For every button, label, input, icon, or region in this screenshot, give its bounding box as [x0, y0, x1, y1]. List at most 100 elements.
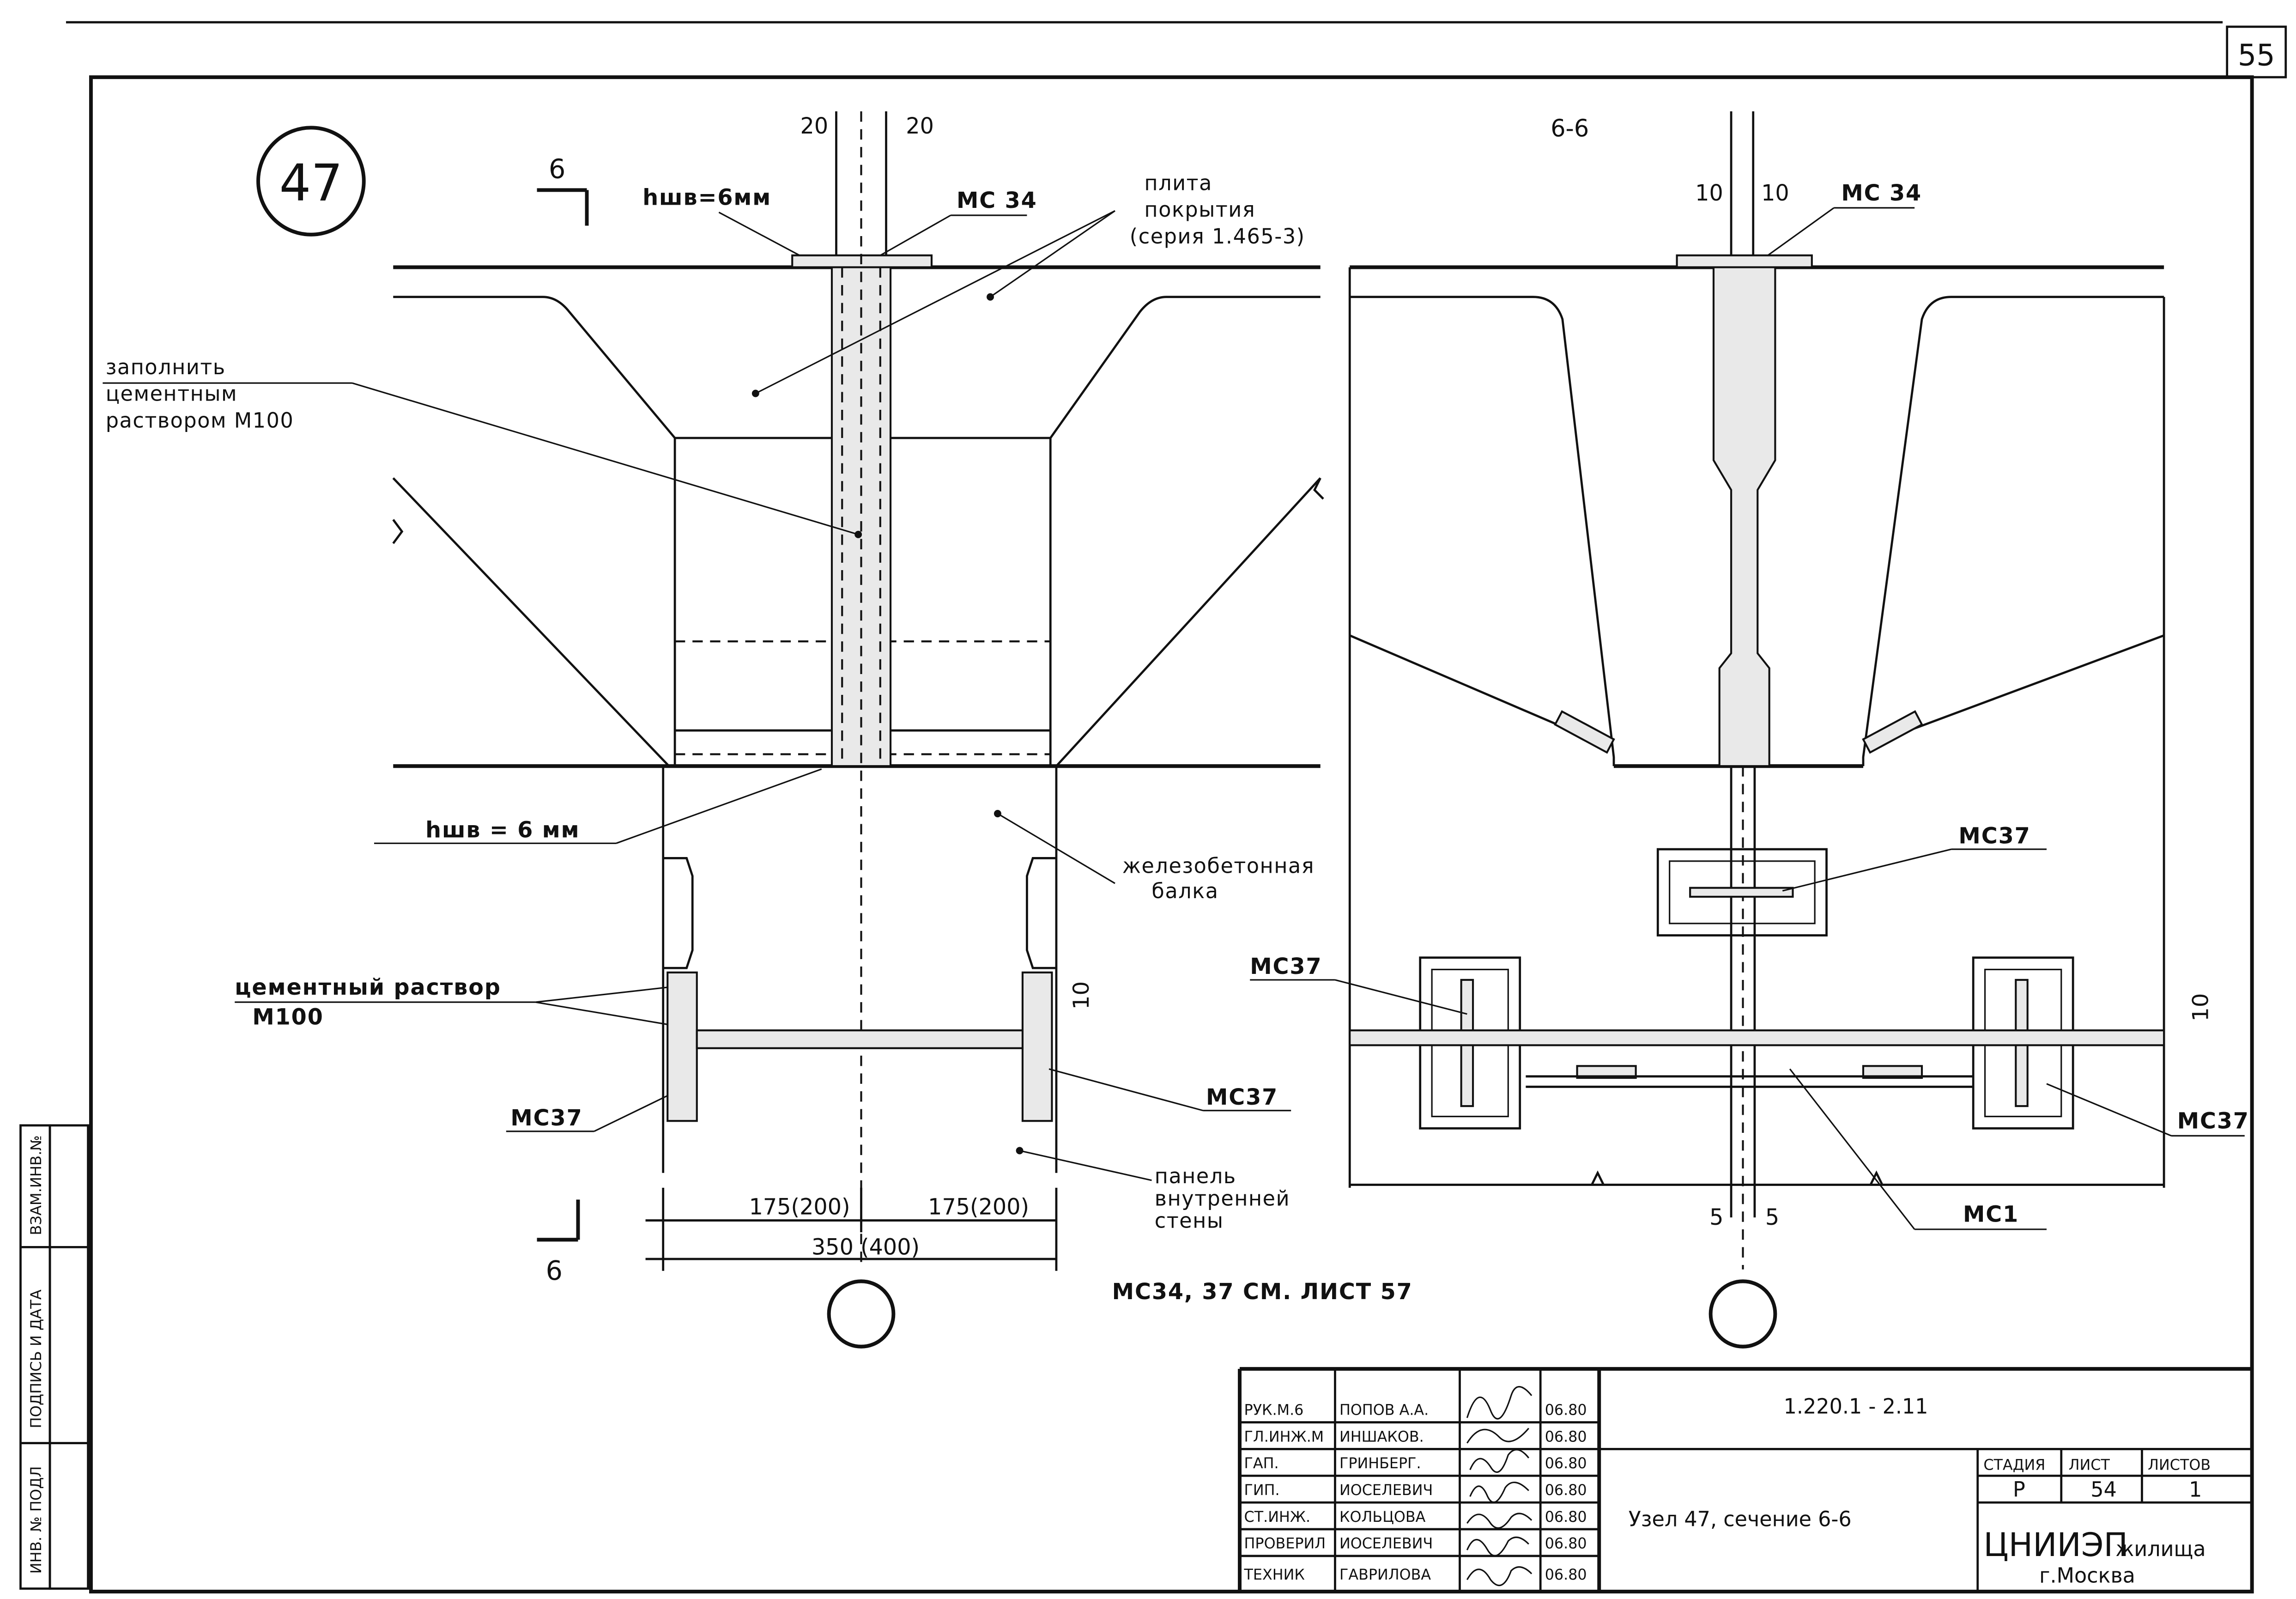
slab-label-1: плита	[1145, 170, 1212, 195]
dim-half-left: 175(200)	[749, 1194, 850, 1220]
svg-text:РУК.М.6: РУК.М.6	[1244, 1401, 1304, 1418]
signature-mark	[1466, 1536, 1529, 1556]
mortar-label-1: цементный раствор	[235, 975, 501, 1000]
dim-top-left: 20	[800, 114, 829, 139]
signature-mark	[1469, 1449, 1530, 1473]
fill-note-2: цементным	[106, 381, 237, 406]
node-number-circle	[256, 126, 366, 237]
side-stamp-replace: ВЗАМ.ИНВ.№	[27, 1135, 45, 1235]
panel-label-2: внутренней	[1155, 1186, 1290, 1210]
section-cut-bottom: 6	[537, 1199, 580, 1286]
wall-mortar-strip	[696, 1029, 1024, 1049]
plate-mc37-mid	[1656, 848, 1828, 936]
svg-text:ТЕХНИК: ТЕХНИК	[1244, 1566, 1305, 1583]
svg-text:ГАП.: ГАП.	[1244, 1454, 1279, 1472]
part-mc37-r-left: МС37	[1250, 954, 1322, 979]
dim-half-right: 175(200)	[928, 1194, 1029, 1220]
svg-text:06.80: 06.80	[1545, 1535, 1587, 1552]
svg-text:ПОПОВ А.А.: ПОПОВ А.А.	[1339, 1401, 1429, 1418]
signer-row: ТЕХНИК ГАВРИЛОВА 06.80	[1244, 1566, 1587, 1583]
sheet-title: Узел 47, сечение 6-6	[1629, 1507, 1852, 1531]
stage-value: Р	[2013, 1477, 2025, 1502]
svg-text:6: 6	[549, 153, 565, 184]
signer-row: ГИП. ИОСЕЛЕВИЧ 06.80	[1244, 1481, 1587, 1499]
org-sub: жилища	[2115, 1537, 2205, 1561]
dim-total: 350 (400)	[812, 1234, 920, 1260]
signer-row: ГАП. ГРИНБЕРГ. 06.80	[1244, 1454, 1587, 1472]
signer-row: ПРОВЕРИЛ ИОСЕЛЕВИЧ 06.80	[1244, 1535, 1587, 1552]
svg-text:ГЛ.ИНЖ.М: ГЛ.ИНЖ.М	[1244, 1428, 1324, 1445]
signature-mark	[1466, 1386, 1533, 1420]
svg-text:СТ.ИНЖ.: СТ.ИНЖ.	[1244, 1508, 1311, 1526]
drawing-frame	[89, 75, 2254, 1593]
dim-bottom-r-right: 5	[1765, 1205, 1779, 1230]
part-ms1: МС1	[1963, 1202, 2019, 1228]
mortar-label-2: М100	[252, 1004, 323, 1030]
dim-bottom-r-left: 5	[1709, 1205, 1723, 1230]
weld-note-top: hшв=6мм	[642, 185, 771, 210]
gap-dim-left: 10	[1069, 981, 1094, 1009]
slab-label-3: (серия 1.465-3)	[1130, 224, 1305, 249]
right-view: 10 10 5 5 10 МС 34 МС37 МС37 МС37 МС1	[1250, 111, 2249, 1349]
right-rib	[1049, 296, 1321, 766]
left-view: 175(200) 175(200) 350 (400) 20 20 10 hшв…	[103, 111, 1413, 1349]
beam-label-1: железобетонная	[1122, 853, 1315, 878]
fill-note-3: раствором М100	[106, 408, 294, 432]
plate-mc37-right	[1021, 971, 1053, 1122]
org-city: г.Москва	[2039, 1563, 2135, 1587]
right-joint-mortar	[1712, 263, 1776, 767]
part-mc37-left: МС37	[510, 1106, 582, 1131]
svg-text:ИОСЕЛЕВИЧ: ИОСЕЛЕВИЧ	[1339, 1535, 1433, 1552]
svg-text:ПРОВЕРИЛ: ПРОВЕРИЛ	[1244, 1535, 1326, 1552]
svg-text:06.80: 06.80	[1545, 1481, 1587, 1499]
view-title: 6-6	[1551, 115, 1589, 142]
right-view-rib-left	[1350, 296, 1615, 766]
axis-marker-left	[827, 1279, 896, 1349]
svg-text:ГИП.: ГИП.	[1244, 1481, 1280, 1499]
doc-code: 1.220.1 - 2.11	[1784, 1394, 1928, 1418]
part-mc37-r-right: МС37	[2177, 1108, 2249, 1134]
gap-dim-right: 10	[2188, 993, 2214, 1021]
svg-text:ИНШАКОВ.: ИНШАКОВ.	[1339, 1428, 1424, 1445]
dim-top-r-left: 10	[1695, 181, 1723, 206]
svg-text:06.80: 06.80	[1545, 1508, 1587, 1526]
reference-note: МС34, 37 СМ. ЛИСТ 57	[1112, 1279, 1413, 1305]
weld-note-mid: hшв = 6 мм	[425, 817, 580, 843]
page-number: 55	[2238, 38, 2275, 73]
signer-row: РУК.М.6 ПОПОВ А.А. 06.80	[1244, 1401, 1587, 1418]
plate-mc37-left	[666, 971, 698, 1122]
svg-text:ГАВРИЛОВА: ГАВРИЛОВА	[1339, 1566, 1431, 1583]
right-mortar-strip	[1349, 1029, 2165, 1046]
stage-header: СТАДИЯ	[1983, 1456, 2045, 1473]
org-main: ЦНИИЭП	[1983, 1526, 2128, 1563]
plate-mc34-right	[1676, 254, 1813, 268]
svg-text:ИОСЕЛЕВИЧ: ИОСЕЛЕВИЧ	[1339, 1481, 1433, 1499]
sheets-header: ЛИСТОВ	[2148, 1456, 2211, 1473]
svg-text:06.80: 06.80	[1545, 1401, 1587, 1418]
fill-note-1: заполнить	[106, 355, 226, 379]
signature-mark	[1466, 1428, 1529, 1444]
sheets-value: 1	[2189, 1477, 2202, 1502]
signature-mark	[1466, 1566, 1533, 1586]
sheet-value: 54	[2090, 1477, 2117, 1502]
svg-text:ГРИНБЕРГ.: ГРИНБЕРГ.	[1339, 1454, 1421, 1472]
signer-row: ГЛ.ИНЖ.М ИНШАКОВ. 06.80	[1244, 1428, 1587, 1445]
axis-marker-right	[1708, 1279, 1777, 1349]
signature-mark	[1469, 1481, 1529, 1503]
right-view-rib-right	[1862, 296, 2164, 766]
side-stamp-inv: ИНВ. № ПОДЛ	[27, 1466, 45, 1574]
svg-text:КОЛЬЦОВА: КОЛЬЦОВА	[1339, 1508, 1425, 1526]
slab-label-2: покрытия	[1145, 197, 1256, 222]
title-block: 1.220.1 - 2.11 Узел 47, сечение 6-6 СТАД…	[1238, 1367, 2252, 1592]
svg-text:06.80: 06.80	[1545, 1566, 1587, 1583]
part-mc37-right: МС37	[1206, 1085, 1278, 1110]
beam-label-2: балка	[1151, 879, 1218, 903]
dim-top-r-right: 10	[1761, 181, 1789, 206]
side-stamp-sign: ПОДПИСЬ И ДАТА	[27, 1289, 45, 1428]
svg-text:6: 6	[546, 1255, 563, 1286]
sheet-header: ЛИСТ	[2069, 1456, 2110, 1473]
part-mc34-right: МС 34	[1841, 181, 1922, 206]
panel-label-1: панель	[1155, 1164, 1236, 1188]
left-rib	[393, 296, 676, 766]
